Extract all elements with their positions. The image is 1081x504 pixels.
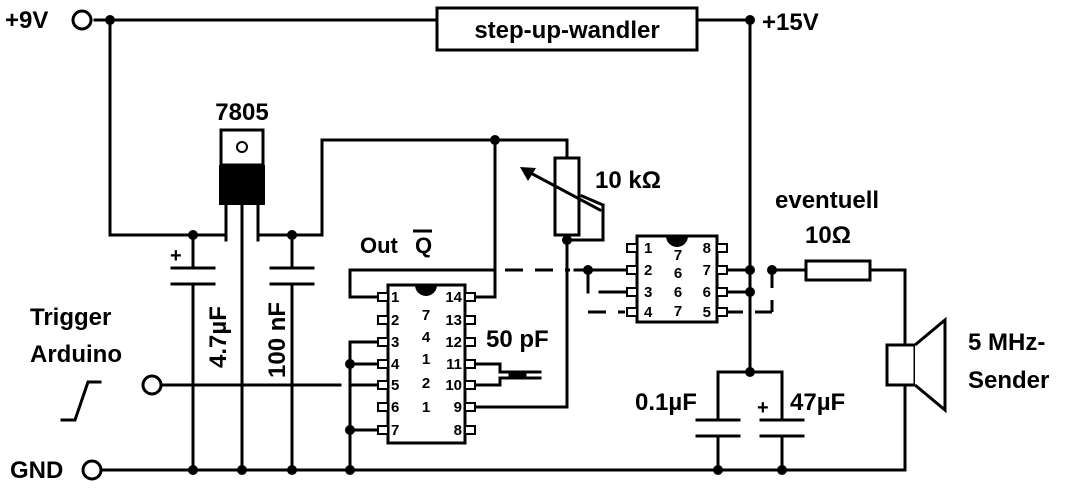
ic8-pin-left — [626, 287, 638, 297]
ic14-inner-number: 7 — [422, 307, 430, 324]
ic14-pin-left — [377, 402, 389, 412]
wires — [93, 18, 907, 472]
step-up-converter-box — [435, 6, 699, 52]
ic8-inner-number: 7 — [674, 247, 682, 264]
ic8-pin-right — [716, 307, 728, 317]
gnd-terminal — [81, 459, 103, 481]
ic14-pin-right — [464, 402, 476, 412]
capacitor-4-7uf-label: 4.7µF — [205, 306, 232, 368]
ic14-pin-right — [464, 292, 476, 302]
plus9v-terminal — [71, 9, 93, 31]
ic14-inner-number: 4 — [422, 329, 431, 346]
ic8-pin-left — [626, 243, 638, 253]
ic14-pin-number: 1 — [391, 289, 399, 306]
ic14-pin-right — [464, 337, 476, 347]
ic14-pin-right — [464, 359, 476, 369]
capacitor-0-1uf — [695, 418, 741, 438]
ic14-pin-number: 10 — [445, 377, 462, 394]
ic8-pin-right — [716, 243, 728, 253]
trigger-label-line2: Arduino — [30, 341, 122, 368]
gnd-label: GND — [10, 457, 63, 484]
capacitor-47uf-label: 47µF — [790, 389, 845, 416]
potentiometer-10k — [520, 156, 603, 237]
out-label: Out — [360, 233, 399, 258]
potentiometer-label: 10 kΩ — [595, 167, 661, 194]
ic8-inner-number: 7 — [674, 303, 682, 320]
ic14-pin-number: 6 — [391, 399, 399, 416]
capacitor-50pf — [498, 370, 542, 380]
ic14-pin-right — [464, 425, 476, 435]
svg-text:+: + — [170, 245, 182, 267]
ic8-pin-number: 4 — [644, 304, 653, 321]
ic14-pin-number: 7 — [391, 422, 399, 439]
trigger-label-line1: Trigger — [30, 304, 111, 331]
ic8-pin-number: 2 — [644, 262, 652, 279]
step-up-converter-label: step-up-wandler — [474, 17, 659, 44]
svg-text:+: + — [757, 397, 769, 419]
ic14-pin-number: 14 — [445, 289, 462, 306]
ic14-pin-left — [377, 292, 389, 302]
ic8-pin-number: 3 — [644, 284, 652, 301]
ic14-pin-right — [464, 380, 476, 390]
rising-edge-icon — [60, 380, 102, 422]
ic-8pin — [635, 234, 719, 324]
ic8-pin-number: 1 — [644, 240, 652, 257]
capacitor-100nf — [269, 266, 315, 286]
plus9v-label: +9V — [5, 7, 48, 34]
ic14-pin-number: 4 — [391, 356, 400, 373]
ic14-pin-right — [464, 315, 476, 325]
speaker-label-line2: Sender — [968, 367, 1049, 394]
ic14-pin-left — [377, 359, 389, 369]
ic8-inner-number: 6 — [674, 284, 682, 301]
ic8-pin-number: 6 — [703, 284, 711, 301]
ic14-pin-left — [377, 337, 389, 347]
regulator-label: 7805 — [215, 99, 268, 126]
capacitor-50pf-label: 50 pF — [486, 326, 549, 353]
ic14-pin-number: 8 — [454, 422, 462, 439]
ic14-pin-left — [377, 380, 389, 390]
ic14-pin-number: 11 — [446, 356, 462, 373]
speaker-label-line1: 5 MHz- — [968, 329, 1045, 356]
ic14-pin-number: 9 — [454, 399, 462, 416]
trigger-terminal — [141, 374, 163, 396]
ic14-inner-number: 1 — [422, 399, 430, 416]
ic8-pin-right — [716, 287, 728, 297]
junction-dots — [105, 15, 787, 475]
ic14-pin-left — [377, 425, 389, 435]
ic8-pin-number: 5 — [703, 304, 711, 321]
ic14-pin-left — [377, 315, 389, 325]
ic14-pin-number: 2 — [391, 312, 399, 329]
regulator-7805 — [219, 128, 265, 205]
ic14-pin-number: 12 — [445, 334, 462, 351]
ic14-pin-number: 5 — [391, 377, 399, 394]
ic8-pin-right — [716, 265, 728, 275]
resistor-10-ohm — [804, 259, 872, 282]
capacitor-47uf: + — [757, 397, 805, 438]
ic8-pin-left — [626, 307, 638, 317]
speaker-icon — [885, 316, 947, 414]
q-bar-label: Q — [415, 233, 432, 258]
ic14-inner-number: 2 — [422, 375, 430, 392]
ic8-pin-left — [626, 265, 638, 275]
plus15v-label: +15V — [762, 9, 819, 36]
ic14-pin-number: 3 — [391, 334, 399, 351]
ic8-pin-number: 7 — [703, 262, 711, 279]
ic14-inner-number: 1 — [422, 351, 430, 368]
ic8-inner-number: 6 — [674, 265, 682, 282]
capacitor-0-1uf-label: 0.1µF — [635, 389, 697, 416]
ic14-pin-number: 13 — [445, 312, 462, 329]
capacitor-4-7uf: + — [170, 245, 216, 286]
optional-note-label: eventuell — [775, 187, 879, 214]
capacitor-100nf-label: 100 nF — [264, 302, 291, 378]
optional-resistor-label: 10Ω — [805, 222, 851, 249]
ic8-pin-number: 8 — [703, 240, 711, 257]
